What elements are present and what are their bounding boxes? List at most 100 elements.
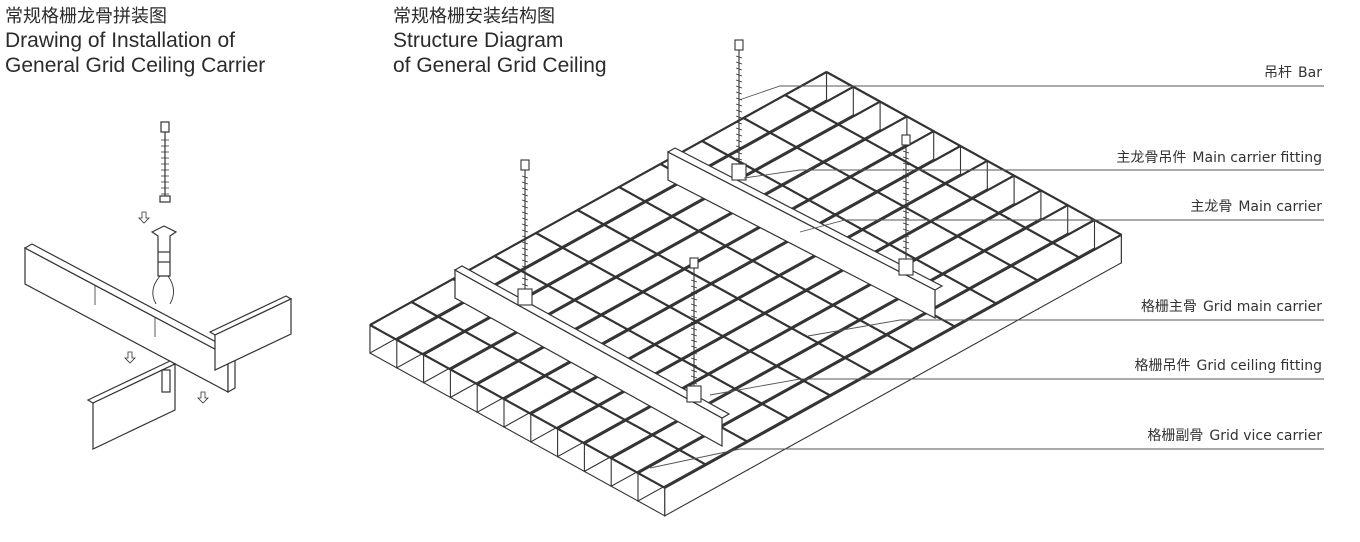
bar-thread bbox=[902, 228, 910, 232]
bar-nut bbox=[689, 257, 699, 269]
bar-thread bbox=[902, 180, 910, 184]
left-arrow-1 bbox=[138, 211, 150, 224]
bar-thread bbox=[902, 156, 910, 160]
bar-thread bbox=[735, 127, 743, 131]
bar-thread bbox=[690, 279, 698, 283]
bar-thread bbox=[902, 246, 910, 250]
bar-thread bbox=[690, 303, 698, 307]
bar-thread bbox=[735, 79, 743, 83]
left-title-en-2: General Grid Ceiling Carrier bbox=[5, 54, 266, 77]
bar-thread bbox=[902, 234, 910, 238]
bar-thread bbox=[690, 327, 698, 331]
bar-thread bbox=[902, 150, 910, 154]
bar-thread bbox=[521, 217, 529, 221]
bar-thread bbox=[521, 205, 529, 209]
bar-nut bbox=[901, 134, 911, 146]
bar-thread bbox=[735, 133, 743, 137]
grid-main-top-edge bbox=[701, 140, 998, 305]
bar-thread bbox=[521, 181, 529, 185]
bar-thread bbox=[735, 157, 743, 161]
bar-thread bbox=[902, 204, 910, 208]
left-arrow-2 bbox=[124, 351, 136, 364]
bar-thread bbox=[735, 91, 743, 95]
bars bbox=[517, 39, 914, 403]
grid-vice-top-edge bbox=[369, 71, 828, 326]
bar-thread bbox=[735, 121, 743, 125]
bar-thread bbox=[902, 240, 910, 244]
bar-thread bbox=[735, 151, 743, 155]
bar-thread bbox=[735, 145, 743, 149]
bar-nut bbox=[520, 159, 530, 171]
right-title-block: 常规格栅安装结构图 Structure Diagram of General G… bbox=[393, 6, 607, 78]
bar-thread bbox=[690, 339, 698, 343]
bar-thread bbox=[690, 375, 698, 379]
bar-thread bbox=[690, 357, 698, 361]
bar-thread bbox=[902, 252, 910, 256]
main-carrier-fitting bbox=[898, 258, 914, 276]
bar-thread bbox=[521, 199, 529, 203]
bar-thread bbox=[902, 216, 910, 220]
left-cross-carrier-right bbox=[208, 295, 293, 371]
bar-thread bbox=[521, 259, 529, 263]
bar-thread bbox=[521, 253, 529, 257]
bar-thread bbox=[690, 315, 698, 319]
bar-thread bbox=[521, 187, 529, 191]
bar-thread bbox=[690, 291, 698, 295]
left-title-zh: 常规格栅龙骨拼装图 bbox=[5, 6, 167, 27]
bar-thread bbox=[902, 174, 910, 178]
bar-thread bbox=[735, 67, 743, 71]
left-cross-carrier-lower bbox=[86, 360, 177, 450]
bar-thread bbox=[902, 192, 910, 196]
left-title-block: 常规格栅龙骨拼装图 Drawing of Installation of Gen… bbox=[5, 6, 265, 78]
left-arrow-3 bbox=[197, 391, 209, 404]
bar-thread bbox=[902, 162, 910, 166]
bar-thread bbox=[521, 271, 529, 275]
leader-lines bbox=[649, 85, 1324, 469]
main-carrier-fitting bbox=[686, 385, 702, 403]
grid-main-top-edge bbox=[369, 324, 666, 489]
grid-vice-top-edge bbox=[664, 233, 1122, 489]
bar-thread bbox=[735, 115, 743, 119]
bar-thread bbox=[902, 210, 910, 214]
bar-thread bbox=[690, 297, 698, 301]
right-title-zh: 常规格栅安装结构图 bbox=[393, 6, 555, 27]
grid-main-top-edge bbox=[576, 209, 873, 374]
bar-thread bbox=[521, 223, 529, 227]
bar-thread bbox=[735, 85, 743, 89]
left-bar-rod bbox=[159, 121, 171, 203]
grid-main-top-edge bbox=[784, 94, 1081, 259]
bar-thread bbox=[521, 283, 529, 287]
grid-main-top-edge bbox=[535, 232, 832, 397]
grid-main-top-edge bbox=[742, 117, 1039, 282]
bar-thread bbox=[690, 381, 698, 385]
bar-thread bbox=[735, 103, 743, 107]
main-carrier-fitting bbox=[731, 163, 747, 181]
bar-thread bbox=[521, 265, 529, 269]
bar-nut bbox=[734, 39, 744, 51]
bar-thread bbox=[521, 241, 529, 245]
bar-thread bbox=[735, 61, 743, 65]
grid-main-top-edge bbox=[618, 186, 915, 351]
left-title-en-1: Drawing of Installation of bbox=[5, 29, 235, 52]
right-title-en-1: Structure Diagram bbox=[393, 29, 564, 52]
bar-thread bbox=[690, 351, 698, 355]
bar-thread bbox=[735, 139, 743, 143]
bar-thread bbox=[690, 345, 698, 349]
left-main-carrier bbox=[23, 243, 237, 394]
grid-main-top-edge bbox=[493, 255, 790, 420]
bar-thread bbox=[690, 273, 698, 277]
bar-thread bbox=[690, 363, 698, 367]
bar-thread bbox=[690, 285, 698, 289]
bar-thread bbox=[902, 186, 910, 190]
bar-thread bbox=[690, 333, 698, 337]
main-carrier-fitting bbox=[517, 288, 533, 306]
left-assembly-drawing bbox=[23, 121, 293, 450]
bar-thread bbox=[521, 277, 529, 281]
